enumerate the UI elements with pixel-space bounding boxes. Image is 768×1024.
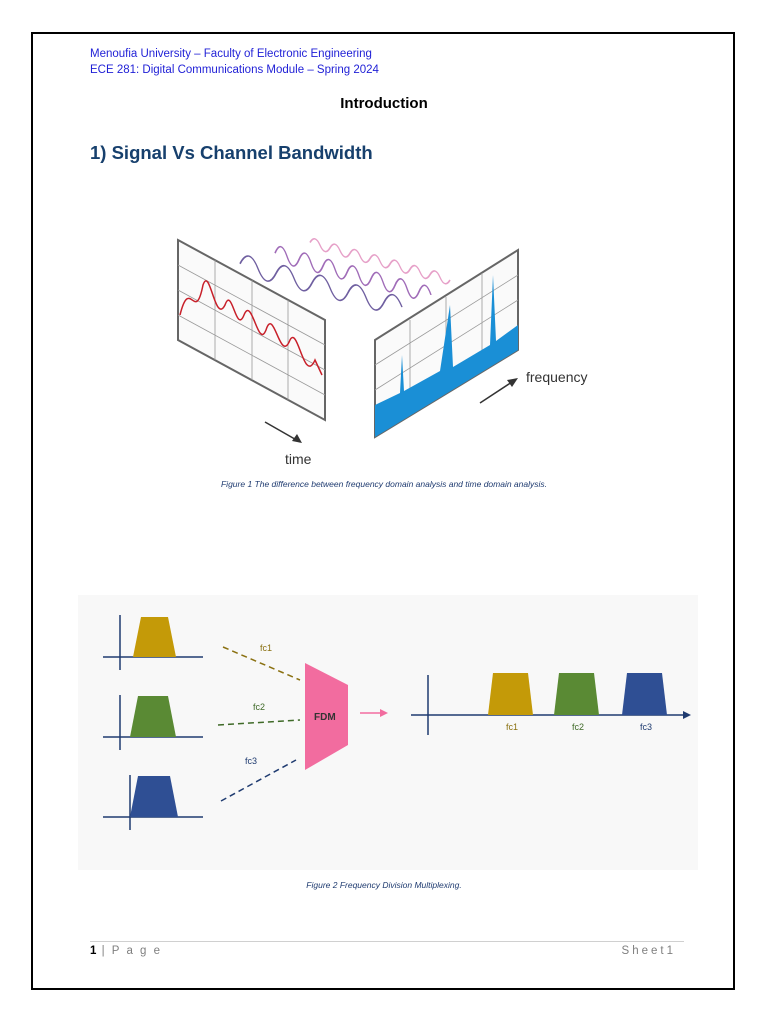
figure-1-caption: Figure 1 The difference between frequenc… — [220, 479, 547, 489]
footer-sheet: Sheet1 — [621, 945, 676, 957]
footer-page: 1 | P a g e — [90, 945, 162, 957]
frequency-label: frequency — [526, 369, 587, 385]
input-signal-2 — [103, 695, 203, 750]
fdm-multiplexer — [305, 663, 348, 770]
sine-wave-3 — [239, 255, 403, 311]
frequency-spectrum — [375, 275, 518, 437]
input-signal-1 — [103, 615, 203, 670]
figure-1-illustration: time frequency — [177, 238, 587, 467]
input-fc1-label: fc1 — [260, 643, 272, 653]
footer-divider — [90, 941, 684, 942]
figure-2-caption: Figure 2 Frequency Division Multiplexing… — [306, 880, 462, 890]
fdm-label: FDM — [314, 712, 336, 723]
document-header: Menoufia University – Faculty of Electro… — [90, 46, 379, 78]
time-domain-panel — [177, 238, 326, 422]
output-spectrum — [411, 673, 691, 735]
page-label: | P a g e — [101, 945, 163, 957]
input-fc2-label: fc2 — [253, 702, 265, 712]
sine-wave-1 — [309, 238, 451, 285]
header-university: Menoufia University – Faculty of Electro… — [90, 48, 372, 60]
page-title: Introduction — [340, 95, 428, 112]
page-border — [31, 32, 735, 990]
header-course: ECE 281: Digital Communications Module –… — [90, 64, 379, 76]
figure-2-fdm-diagram: fc1 fc2 fc3 FDM fc1 fc2 fc3 — [78, 595, 698, 870]
output-fc3-label: fc3 — [640, 722, 652, 732]
time-signal — [179, 280, 323, 376]
output-fc2-label: fc2 — [572, 722, 584, 732]
sine-wave-2 — [274, 245, 432, 299]
section-title: 1) Signal Vs Channel Bandwidth — [90, 142, 373, 163]
page-number: 1 — [90, 945, 97, 957]
frequency-domain-panel — [374, 248, 519, 439]
output-fc1-label: fc1 — [506, 722, 518, 732]
input-fc3-label: fc3 — [245, 756, 257, 766]
time-label: time — [285, 451, 312, 467]
input-signal-3 — [103, 775, 203, 830]
